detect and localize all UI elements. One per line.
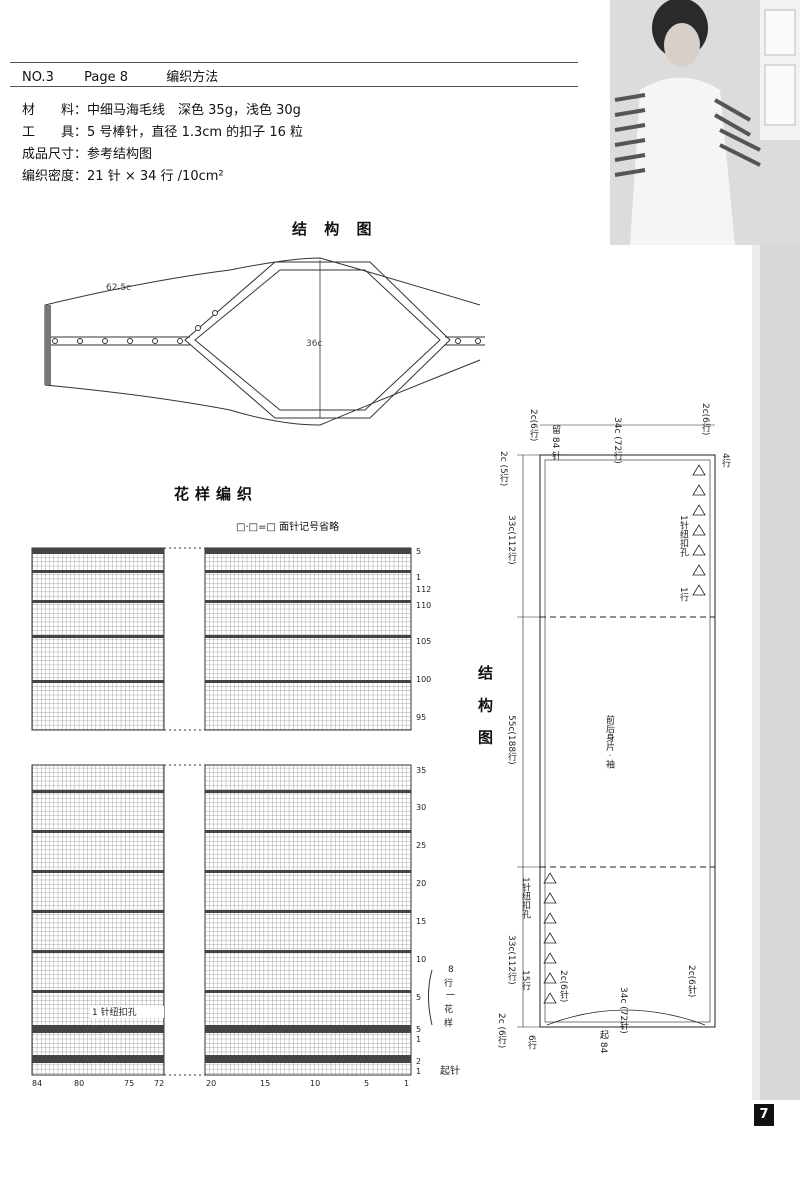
svg-text:5: 5: [416, 547, 421, 556]
one-row: 1行: [678, 587, 689, 603]
pattern-number: NO.3: [22, 70, 54, 85]
length-label: 62.5c: [106, 283, 131, 293]
svg-text:112: 112: [416, 585, 431, 594]
page-number: 7: [754, 1104, 774, 1126]
svg-text:10: 10: [310, 1079, 320, 1088]
bottom-width: 34c (72针): [618, 987, 629, 1034]
cast-on-note: 起 84 针: [598, 1030, 609, 1055]
svg-text:15: 15: [416, 917, 426, 926]
svg-text:1: 1: [404, 1079, 409, 1088]
spec-size: 成品尺寸：参考结构图: [22, 147, 153, 162]
svg-text:110: 110: [416, 601, 431, 610]
section-heading: 编织方法: [166, 70, 219, 85]
structure-diagram-right: 结 构 图 2c(6行) 34c (72行) 2c(6行) 留 84 针 2c …: [476, 403, 731, 1055]
svg-text:20: 20: [206, 1079, 216, 1088]
height-label: 36c: [306, 339, 322, 349]
body-label: 前后身片 · 袖: [604, 714, 615, 770]
row-labels: 5 1 112 110 105 100 95 35 30 25 20 15 10…: [416, 547, 431, 1076]
collar-note: 留 84 针: [550, 424, 561, 461]
buttonhole-note: 1 针纽扣孔: [92, 1006, 137, 1018]
svg-text:95: 95: [416, 713, 426, 722]
page-reference: Page 8: [84, 70, 129, 85]
svg-text:30: 30: [416, 803, 426, 812]
top-2c: 2c (5行): [498, 451, 509, 486]
specs-list: 材 料：中细马海毛线 深色 35g，浅色 30g 工 具：5 号棒针，直径 1.…: [22, 100, 303, 188]
pattern-title: 花样编织: [174, 485, 259, 503]
svg-text:5: 5: [416, 993, 421, 1002]
spec-tools: 工 具：5 号棒针，直径 1.3cm 的扣子 16 粒: [22, 125, 303, 140]
bottom-right-2c: 2c(6针): [686, 965, 697, 997]
model-photo: [610, 0, 800, 245]
side-2c: 2c (6行): [496, 1013, 507, 1048]
svg-text:5: 5: [364, 1079, 369, 1088]
svg-text:25: 25: [416, 841, 426, 850]
svg-text:1: 1: [416, 573, 421, 582]
svg-text:花: 花: [444, 1003, 453, 1015]
svg-text:8: 8: [448, 965, 454, 975]
structure-diagram-top: 62.5c 36c: [44, 257, 485, 426]
structure-title-top: 结 构 图: [292, 220, 378, 238]
header-rule-top: [10, 62, 578, 63]
svg-text:20: 20: [416, 879, 426, 888]
middle-55c: 55c(188行): [506, 715, 517, 765]
top-width: 34c (72行): [612, 417, 623, 464]
top-right-2c: 2c(6行): [700, 403, 711, 435]
svg-text:2: 2: [416, 1057, 421, 1066]
header: NO.3 Page 8 编织方法: [22, 66, 218, 85]
spec-material: 材 料：中细马海毛线 深色 35g，浅色 30g: [22, 103, 301, 118]
svg-text:105: 105: [416, 637, 431, 646]
svg-text:1: 1: [416, 1067, 421, 1076]
fifteen-rows: 15行: [520, 970, 531, 991]
lower-33c: 33c(112行): [506, 935, 517, 985]
svg-text:72: 72: [154, 1079, 164, 1088]
svg-text:5: 5: [416, 1025, 421, 1034]
column-labels: 84 80 75 72 20 15 10 5 1: [32, 1079, 409, 1088]
structure-title-right: 结 构 图: [476, 664, 494, 750]
pattern-chart: 5 1 112 110 105 100 95 35 30 25 20 15 10…: [31, 547, 460, 1088]
top-left-2c: 2c(6行): [528, 409, 539, 441]
four-rows: 4行: [720, 453, 731, 469]
svg-text:一: 一: [446, 991, 455, 1001]
buttonhole-upper: 1针纽扣孔: [678, 515, 689, 558]
page-edge-shadow: [760, 245, 800, 1100]
repeat-note: 8 行 一 花 样: [444, 965, 455, 1029]
six-rows: 6行: [526, 1035, 537, 1051]
pattern-legend: □·□=□ 面针记号省略: [236, 522, 340, 533]
svg-text:15: 15: [260, 1079, 270, 1088]
buttonhole-lower: 1针纽扣孔: [520, 877, 531, 920]
start-note: 起针: [440, 1064, 460, 1077]
svg-text:75: 75: [124, 1079, 134, 1088]
spec-gauge: 编织密度：21 针 × 34 行 /10cm²: [22, 169, 224, 184]
svg-text:80: 80: [74, 1079, 84, 1088]
upper-33c: 33c(112行): [506, 515, 517, 565]
svg-text:35: 35: [416, 766, 426, 775]
svg-text:1: 1: [416, 1035, 421, 1044]
bottom-left-2c: 2c(6针): [558, 970, 569, 1002]
svg-text:10: 10: [416, 955, 426, 964]
svg-text:100: 100: [416, 675, 431, 684]
svg-text:84: 84: [32, 1079, 42, 1088]
svg-text:样: 样: [444, 1017, 453, 1029]
svg-text:行: 行: [444, 977, 453, 989]
header-rule-bottom: [10, 86, 578, 87]
